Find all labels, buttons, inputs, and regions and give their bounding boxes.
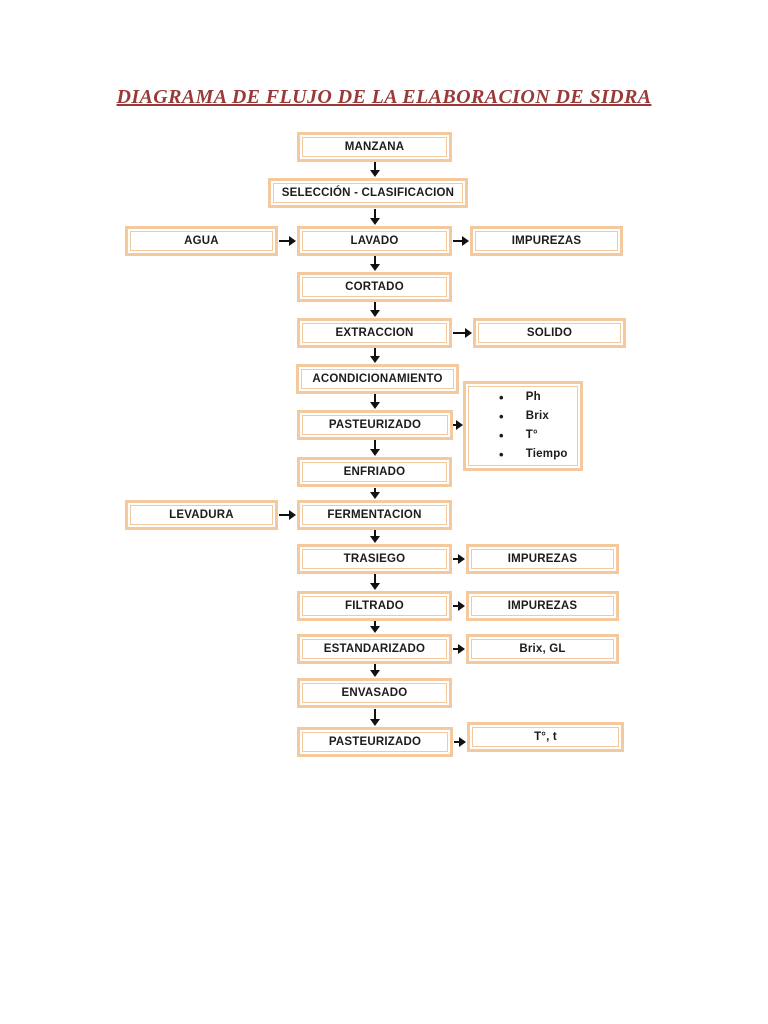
node-filtrado: FILTRADO xyxy=(297,591,452,621)
arrow-down-icon xyxy=(369,348,381,363)
node-envasado-label: ENVASADO xyxy=(302,683,447,703)
arrow-down-icon xyxy=(369,709,381,726)
node-impurezas-label: IMPUREZAS xyxy=(475,231,618,251)
node-agua-label: AGUA xyxy=(130,231,273,251)
node-impurezas-label: IMPUREZAS xyxy=(471,596,614,616)
arrow-down-icon xyxy=(369,488,381,499)
arrow-right-icon xyxy=(453,419,463,431)
parametro-label: Ph xyxy=(525,391,541,403)
node-impurezas-filtrado: IMPUREZAS xyxy=(466,591,619,621)
arrow-right-icon xyxy=(279,509,296,521)
node-impurezas-lavado: IMPUREZAS xyxy=(470,226,623,256)
node-fermentacion: FERMENTACION xyxy=(297,500,452,530)
node-filtrado-label: FILTRADO xyxy=(302,596,447,616)
arrow-down-icon xyxy=(369,162,381,177)
arrow-right-icon xyxy=(453,643,465,655)
node-impurezas-trasiego: IMPUREZAS xyxy=(466,544,619,574)
node-enfriado: ENFRIADO xyxy=(297,457,452,487)
node-brix-gl-label: Brix, GL xyxy=(471,639,614,659)
node-lavado-label: LAVADO xyxy=(302,231,447,251)
node-trasiego-label: TRASIEGO xyxy=(302,549,447,569)
arrow-down-icon xyxy=(369,664,381,677)
node-lavado: LAVADO xyxy=(297,226,452,256)
node-acondicionamiento: ACONDICIONAMIENTO xyxy=(296,364,459,394)
node-solido: SOLIDO xyxy=(473,318,626,348)
node-extraccion-label: EXTRACCION xyxy=(302,323,447,343)
node-seleccion-label: SELECCIÓN - CLASIFICACION xyxy=(273,183,463,203)
list-item: Ph xyxy=(499,388,541,407)
node-manzana-label: MANZANA xyxy=(302,137,447,157)
page-title: DIAGRAMA DE FLUJO DE LA ELABORACION DE S… xyxy=(116,86,652,108)
node-pasteurizado-1: PASTEURIZADO xyxy=(297,410,453,440)
node-enfriado-label: ENFRIADO xyxy=(302,462,447,482)
node-acondicionamiento-label: ACONDICIONAMIENTO xyxy=(301,369,454,389)
parametro-label: Brix xyxy=(525,410,549,422)
list-item: Brix xyxy=(499,407,549,426)
node-manzana: MANZANA xyxy=(297,132,452,162)
parametros-list: Ph Brix T° Tiempo xyxy=(468,386,578,466)
node-agua: AGUA xyxy=(125,226,278,256)
node-extraccion: EXTRACCION xyxy=(297,318,452,348)
list-item: Tiempo xyxy=(499,445,568,464)
node-pasteurizado-1-label: PASTEURIZADO xyxy=(302,415,448,435)
node-temperatura-tiempo: T°, t xyxy=(467,722,624,752)
node-trasiego: TRASIEGO xyxy=(297,544,452,574)
arrow-right-icon xyxy=(453,327,472,339)
arrow-right-icon xyxy=(454,736,466,748)
arrow-down-icon xyxy=(369,621,381,633)
node-estandarizado: ESTANDARIZADO xyxy=(297,634,452,664)
node-cortado-label: CORTADO xyxy=(302,277,447,297)
node-pasteurizado-2-label: PASTEURIZADO xyxy=(302,732,448,752)
arrow-down-icon xyxy=(369,394,381,409)
node-brix-gl: Brix, GL xyxy=(466,634,619,664)
node-seleccion-clasificacion: SELECCIÓN - CLASIFICACION xyxy=(268,178,468,208)
arrow-down-icon xyxy=(369,574,381,590)
node-levadura-label: LEVADURA xyxy=(130,505,273,525)
node-pasteurizado-2: PASTEURIZADO xyxy=(297,727,453,757)
node-fermentacion-label: FERMENTACION xyxy=(302,505,447,525)
parametro-label: Tiempo xyxy=(525,448,568,460)
node-temperatura-tiempo-label: T°, t xyxy=(472,727,619,747)
node-estandarizado-label: ESTANDARIZADO xyxy=(302,639,447,659)
arrow-right-icon xyxy=(279,235,296,247)
arrow-down-icon xyxy=(369,530,381,543)
arrow-right-icon xyxy=(453,553,465,565)
arrow-down-icon xyxy=(369,256,381,271)
arrow-right-icon xyxy=(453,600,465,612)
list-item: T° xyxy=(499,426,538,445)
arrow-down-icon xyxy=(369,302,381,317)
arrow-right-icon xyxy=(453,235,469,247)
node-solido-label: SOLIDO xyxy=(478,323,621,343)
node-impurezas-label: IMPUREZAS xyxy=(471,549,614,569)
node-levadura: LEVADURA xyxy=(125,500,278,530)
node-parametros: Ph Brix T° Tiempo xyxy=(463,381,583,471)
arrow-down-icon xyxy=(369,440,381,456)
parametro-label: T° xyxy=(525,429,538,441)
arrow-down-icon xyxy=(369,209,381,225)
node-cortado: CORTADO xyxy=(297,272,452,302)
node-envasado: ENVASADO xyxy=(297,678,452,708)
